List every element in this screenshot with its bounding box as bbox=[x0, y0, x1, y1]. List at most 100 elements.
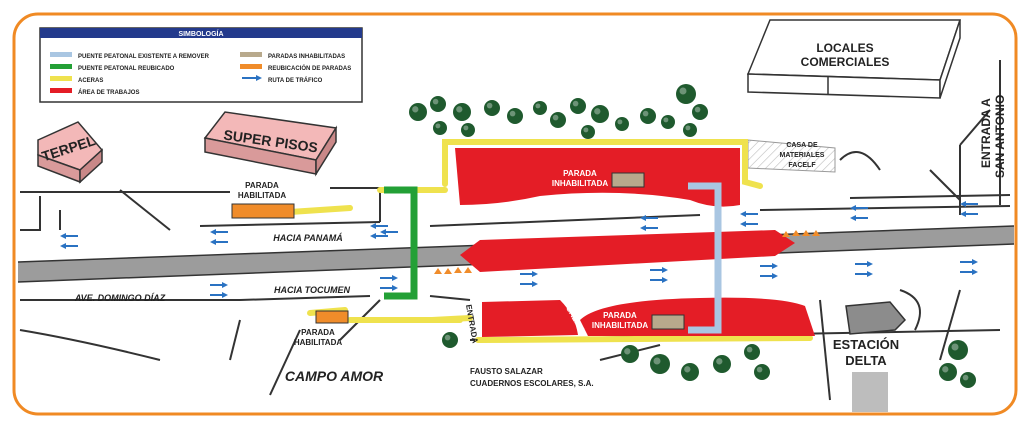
legend: SIMBOLOGÍA PUENTE PEATONAL EXISTENTE A R… bbox=[39, 27, 363, 103]
tree bbox=[948, 340, 968, 360]
tree bbox=[681, 363, 699, 381]
tree bbox=[430, 96, 446, 112]
label-parada-inhabilitada-south-2: INHABILITADA bbox=[592, 321, 649, 330]
stop-disabled-south bbox=[651, 314, 685, 330]
traffic-arrow bbox=[960, 201, 978, 207]
label-delta: DELTA bbox=[845, 353, 887, 368]
traffic-arrow bbox=[850, 205, 868, 211]
traffic-arrow bbox=[960, 269, 978, 275]
traffic-arrow bbox=[640, 215, 658, 221]
building-super-pisos bbox=[203, 111, 338, 177]
bridge-existing-to-remove bbox=[688, 182, 722, 334]
traffic-arrow bbox=[520, 281, 538, 287]
traffic-arrow bbox=[370, 223, 388, 229]
building-terpel bbox=[37, 121, 104, 184]
work-area-south bbox=[482, 297, 815, 337]
traffic-arrow bbox=[760, 263, 778, 269]
traffic-arrows bbox=[60, 201, 978, 298]
label-estacion: ESTACIÓN bbox=[833, 337, 899, 352]
traffic-arrow bbox=[650, 277, 668, 283]
stop-disabled-north bbox=[611, 172, 645, 188]
tree bbox=[409, 103, 427, 121]
traffic-arrow bbox=[60, 233, 78, 239]
label-parada-habilitada-north-2: HABILITADA bbox=[238, 191, 287, 200]
traffic-arrow bbox=[855, 261, 873, 267]
tree bbox=[692, 104, 708, 120]
legend-swatch-area-trabajos bbox=[50, 88, 72, 93]
traffic-arrow bbox=[760, 273, 778, 279]
traffic-arrow bbox=[380, 275, 398, 281]
tree bbox=[533, 101, 547, 115]
traffic-arrow bbox=[370, 233, 388, 239]
building-locales-comerciales bbox=[746, 19, 962, 99]
tree bbox=[507, 108, 523, 124]
label-ave-domingo-diaz: AVE. DOMINGO DÍAZ bbox=[74, 293, 166, 303]
street-lines bbox=[19, 60, 1011, 401]
traffic-arrow bbox=[960, 211, 978, 217]
tree bbox=[433, 121, 447, 135]
label-locales: LOCALES bbox=[816, 41, 873, 55]
estacion-delta-area bbox=[845, 301, 907, 412]
traffic-arrow bbox=[640, 225, 658, 231]
traffic-arrow bbox=[210, 292, 228, 298]
legend-swatch-puente-existente bbox=[50, 52, 72, 57]
legend-swatch-aceras bbox=[50, 76, 72, 81]
legend-title: SIMBOLOGÍA bbox=[178, 29, 223, 38]
tree bbox=[453, 103, 471, 121]
traffic-arrow bbox=[960, 259, 978, 265]
label-comerciales: COMERCIALES bbox=[801, 55, 890, 69]
label-fausto-2: CUADERNOS ESCOLARES, S.A. bbox=[470, 379, 594, 388]
traffic-arrow bbox=[740, 221, 758, 227]
legend-swatch-puente-reubicado bbox=[50, 64, 72, 69]
tree bbox=[650, 354, 670, 374]
label-parada-inhabilitada-south-1: PARADA bbox=[603, 311, 637, 320]
tree bbox=[713, 355, 731, 373]
label-entrada-san-antonio-1: ENTRADA A bbox=[979, 98, 993, 168]
tree bbox=[621, 345, 639, 363]
stop-relocated-south bbox=[315, 310, 349, 324]
work-area-median bbox=[460, 230, 795, 272]
legend-swatch-reubicacion-paradas bbox=[240, 64, 262, 69]
traffic-arrow bbox=[740, 211, 758, 217]
trees bbox=[409, 84, 976, 388]
traffic-arrow bbox=[520, 271, 538, 277]
tree bbox=[484, 100, 500, 116]
tree bbox=[939, 363, 957, 381]
label-parada-inhabilitada-north-2: INHABILITADA bbox=[552, 179, 609, 188]
legend-label-area-trabajos: ÁREA DE TRABAJOS bbox=[78, 89, 139, 96]
traffic-arrow bbox=[210, 229, 228, 235]
tree bbox=[661, 115, 675, 129]
legend-swatch-ruta-trafico bbox=[242, 75, 262, 81]
label-hacia-tocumen: HACIA TOCUMEN bbox=[274, 285, 350, 295]
tree bbox=[550, 112, 566, 128]
legend-label-reubicacion-paradas: REUBICACIÓN DE PARADAS bbox=[268, 64, 351, 72]
tree bbox=[744, 344, 760, 360]
traffic-arrow bbox=[650, 267, 668, 273]
tree bbox=[581, 125, 595, 139]
legend-swatch-paradas-inhabilitadas bbox=[240, 52, 262, 57]
label-hacia-panama: HACIA PANAMÁ bbox=[273, 233, 343, 243]
tree bbox=[683, 123, 697, 137]
tree bbox=[461, 123, 475, 137]
traffic-arrow bbox=[380, 285, 398, 291]
tree bbox=[676, 84, 696, 104]
label-parada-habilitada-north-1: PARADA bbox=[245, 181, 279, 190]
traffic-arrow bbox=[855, 271, 873, 277]
stop-relocated-north bbox=[231, 203, 295, 219]
legend-label-ruta-trafico: RUTA DE TRÁFICO bbox=[268, 77, 323, 84]
legend-label-puente-reubicado: PUENTE PEATONAL REUBICADO bbox=[78, 66, 175, 72]
traffic-arrow bbox=[60, 243, 78, 249]
label-entrada-san-antonio-2: SAN ANTONIO bbox=[993, 95, 1007, 178]
work-area-north bbox=[455, 148, 740, 207]
warning-markers-west bbox=[434, 267, 472, 274]
legend-label-puente-existente: PUENTE PEATONAL EXISTENTE A REMOVER bbox=[78, 54, 210, 60]
warning-markers-east bbox=[782, 230, 820, 237]
label-casa-materiales-1: CASA DE bbox=[786, 142, 818, 149]
label-campo-amor: CAMPO AMOR bbox=[285, 368, 384, 384]
tree bbox=[442, 332, 458, 348]
legend-label-aceras: ACERAS bbox=[78, 78, 103, 84]
tree bbox=[615, 117, 629, 131]
traffic-arrow bbox=[210, 282, 228, 288]
